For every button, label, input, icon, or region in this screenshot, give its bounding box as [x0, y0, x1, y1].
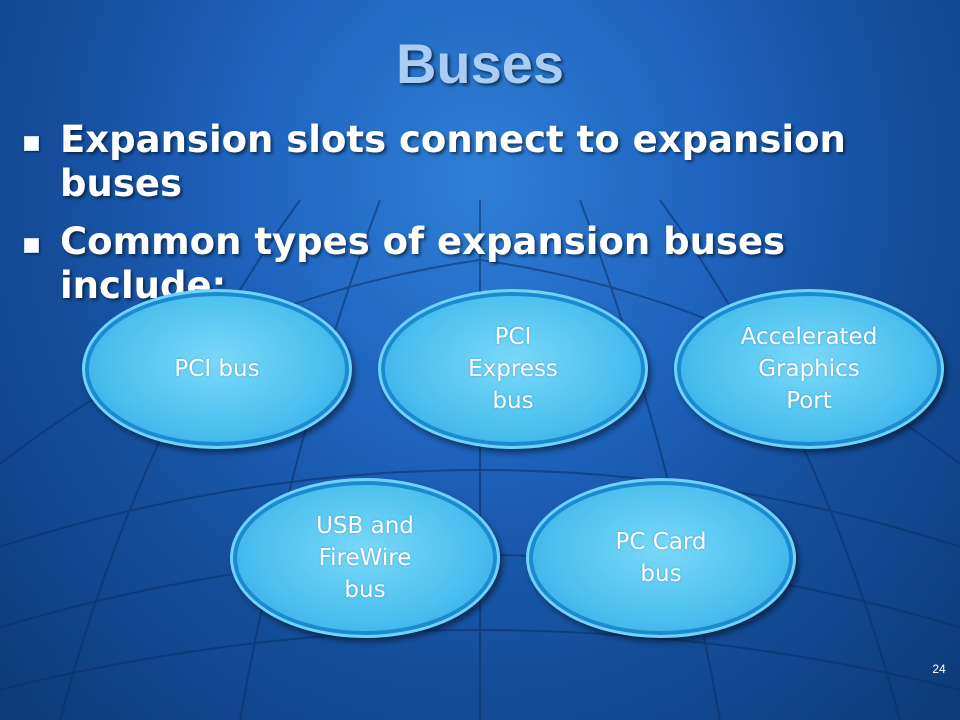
- bullet-item: Expansion slots connect to expansion bus…: [20, 118, 920, 206]
- oval-label: PC Card bus: [615, 529, 707, 587]
- diagram-oval-pci-express-bus: PCI Express bus: [378, 289, 648, 449]
- oval-label: USB and FireWire bus: [316, 513, 414, 603]
- oval-label: Accelerated Graphics Port: [740, 324, 878, 414]
- diagram-oval-pc-card-bus: PC Card bus: [526, 478, 796, 638]
- oval-label: PCI Express bus: [468, 324, 558, 414]
- bullet-text: Common types of expansion buses include:: [60, 220, 786, 307]
- diagram-oval-usb-firewire-bus: USB and FireWire bus: [230, 478, 500, 638]
- slide-title: Buses: [395, 32, 565, 95]
- slide-number: 24: [932, 662, 946, 676]
- bullet-text: Expansion slots connect to expansion bus…: [60, 118, 846, 205]
- diagram-oval-pci-bus: PCI bus: [82, 289, 352, 449]
- diagram-oval-accelerated-graphics-port: Accelerated Graphics Port: [674, 289, 944, 449]
- square-bullet-icon: [24, 238, 39, 253]
- bullet-list: Expansion slots connect to expansion bus…: [20, 118, 920, 322]
- bullet-item: Common types of expansion buses include:: [20, 220, 920, 308]
- square-bullet-icon: [24, 136, 39, 151]
- oval-label: PCI bus: [174, 356, 260, 382]
